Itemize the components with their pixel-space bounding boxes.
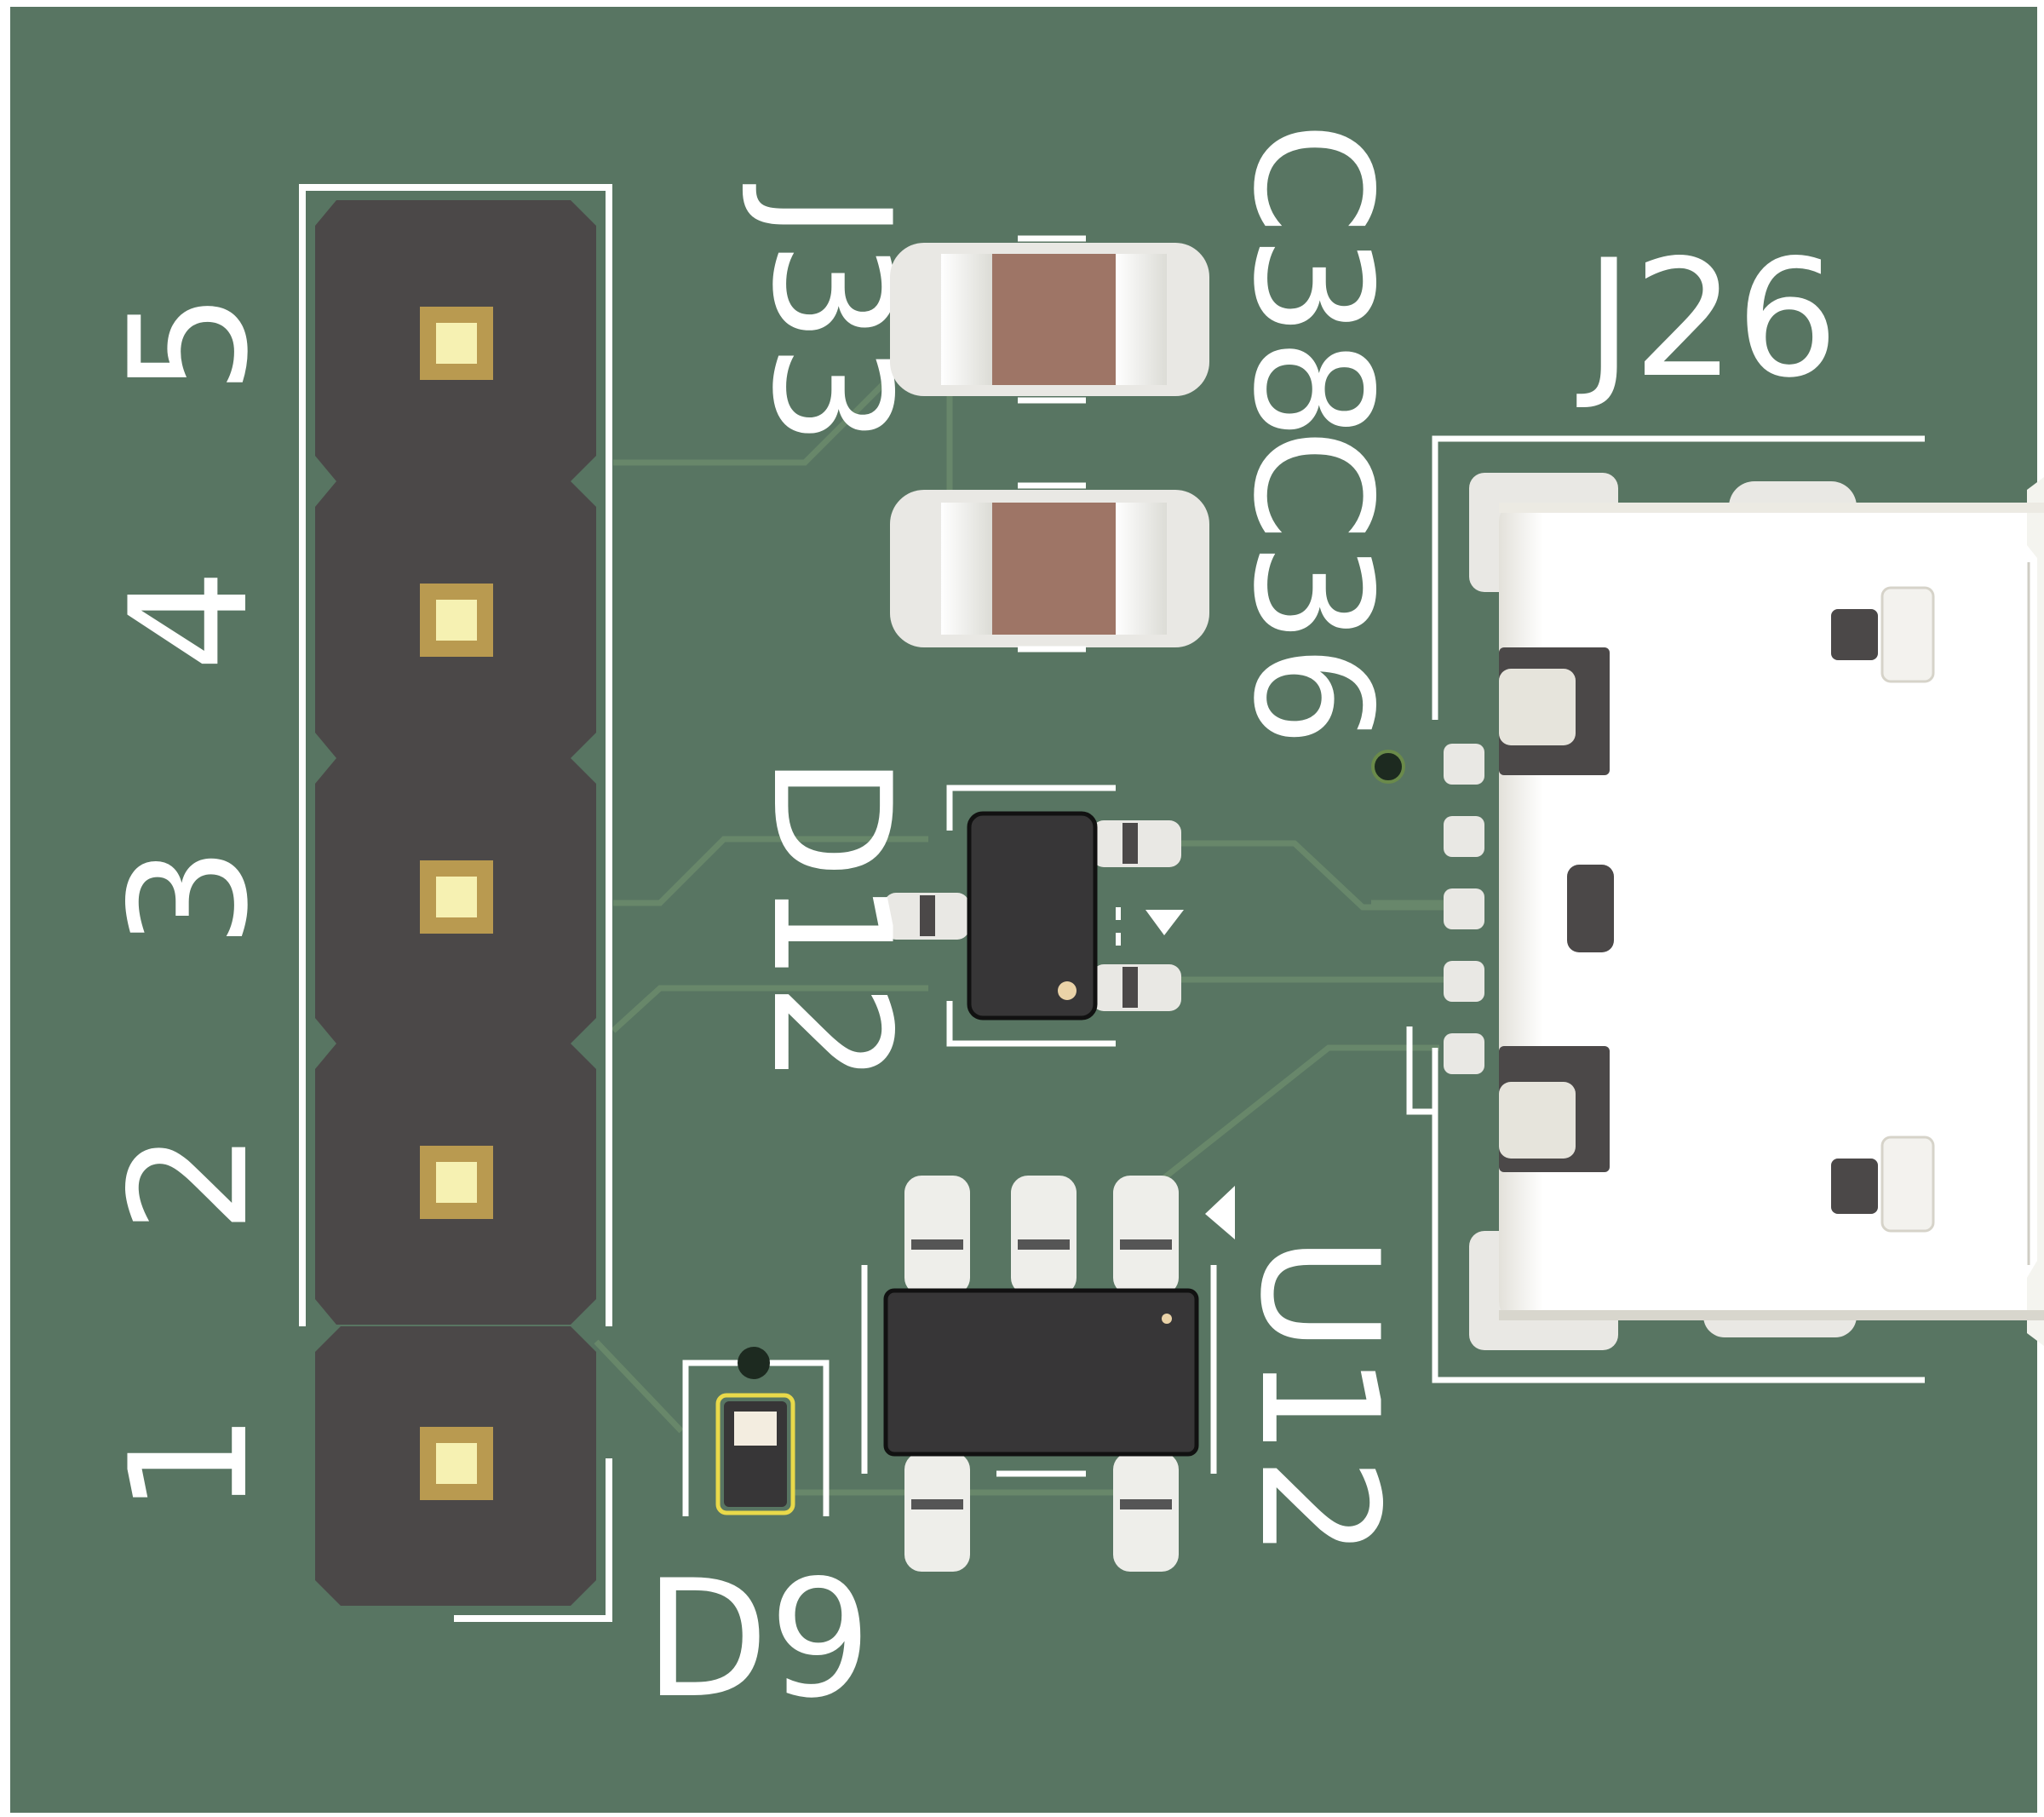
c38-designator: C38 xyxy=(1218,122,1406,440)
j33-pins xyxy=(420,307,493,1500)
c36-designator: C36 xyxy=(1218,428,1406,747)
u12-pin1-marker xyxy=(1205,1186,1235,1239)
d12-designator: D12 xyxy=(737,755,925,1085)
j33-pin-number-1: 1 xyxy=(95,1412,284,1515)
copper-traces xyxy=(594,307,1448,1496)
j33-pin-number-2: 2 xyxy=(95,1131,284,1234)
u12-leads-top xyxy=(904,1176,1179,1295)
j26-signal-pads xyxy=(1444,744,1484,1074)
j33-pin-2 xyxy=(420,1146,493,1219)
u12-leads-bottom xyxy=(904,1452,1179,1572)
d9-designator: D9 xyxy=(644,1545,871,1734)
u12-designator: U12 xyxy=(1225,1235,1413,1560)
u12-ic: U12 xyxy=(861,1176,1413,1572)
j33-pin-number-3: 3 xyxy=(95,846,284,949)
c38-capacitor: C38 xyxy=(890,122,1406,440)
j26-usb-connector: J26 xyxy=(1371,225,2044,1383)
j33-pin1-marker xyxy=(454,1458,612,1622)
j33-silkscreen-outline xyxy=(299,184,612,1326)
d9-led: D9 xyxy=(644,1347,872,1734)
j26-shell-tabs xyxy=(1831,586,1935,1233)
j33-pin-3 xyxy=(420,860,493,934)
j33-pin-number-4: 4 xyxy=(95,569,284,672)
j26-pin1-marker xyxy=(1371,750,1405,784)
j33-pin-header: 5 4 3 2 1 J33 xyxy=(95,184,925,1622)
j26-designator: J26 xyxy=(1576,225,1839,413)
c36-capacitor: C36 xyxy=(890,428,1406,747)
j33-pin-5 xyxy=(420,307,493,380)
d12-diode: D12 xyxy=(737,755,1184,1085)
d12-pin1-marker xyxy=(1145,910,1184,935)
j33-pin-number-5: 5 xyxy=(95,292,284,395)
j33-pin-4 xyxy=(420,584,493,657)
j26-silkscreen-outline xyxy=(1432,435,1925,720)
j33-pin-1 xyxy=(420,1427,493,1500)
